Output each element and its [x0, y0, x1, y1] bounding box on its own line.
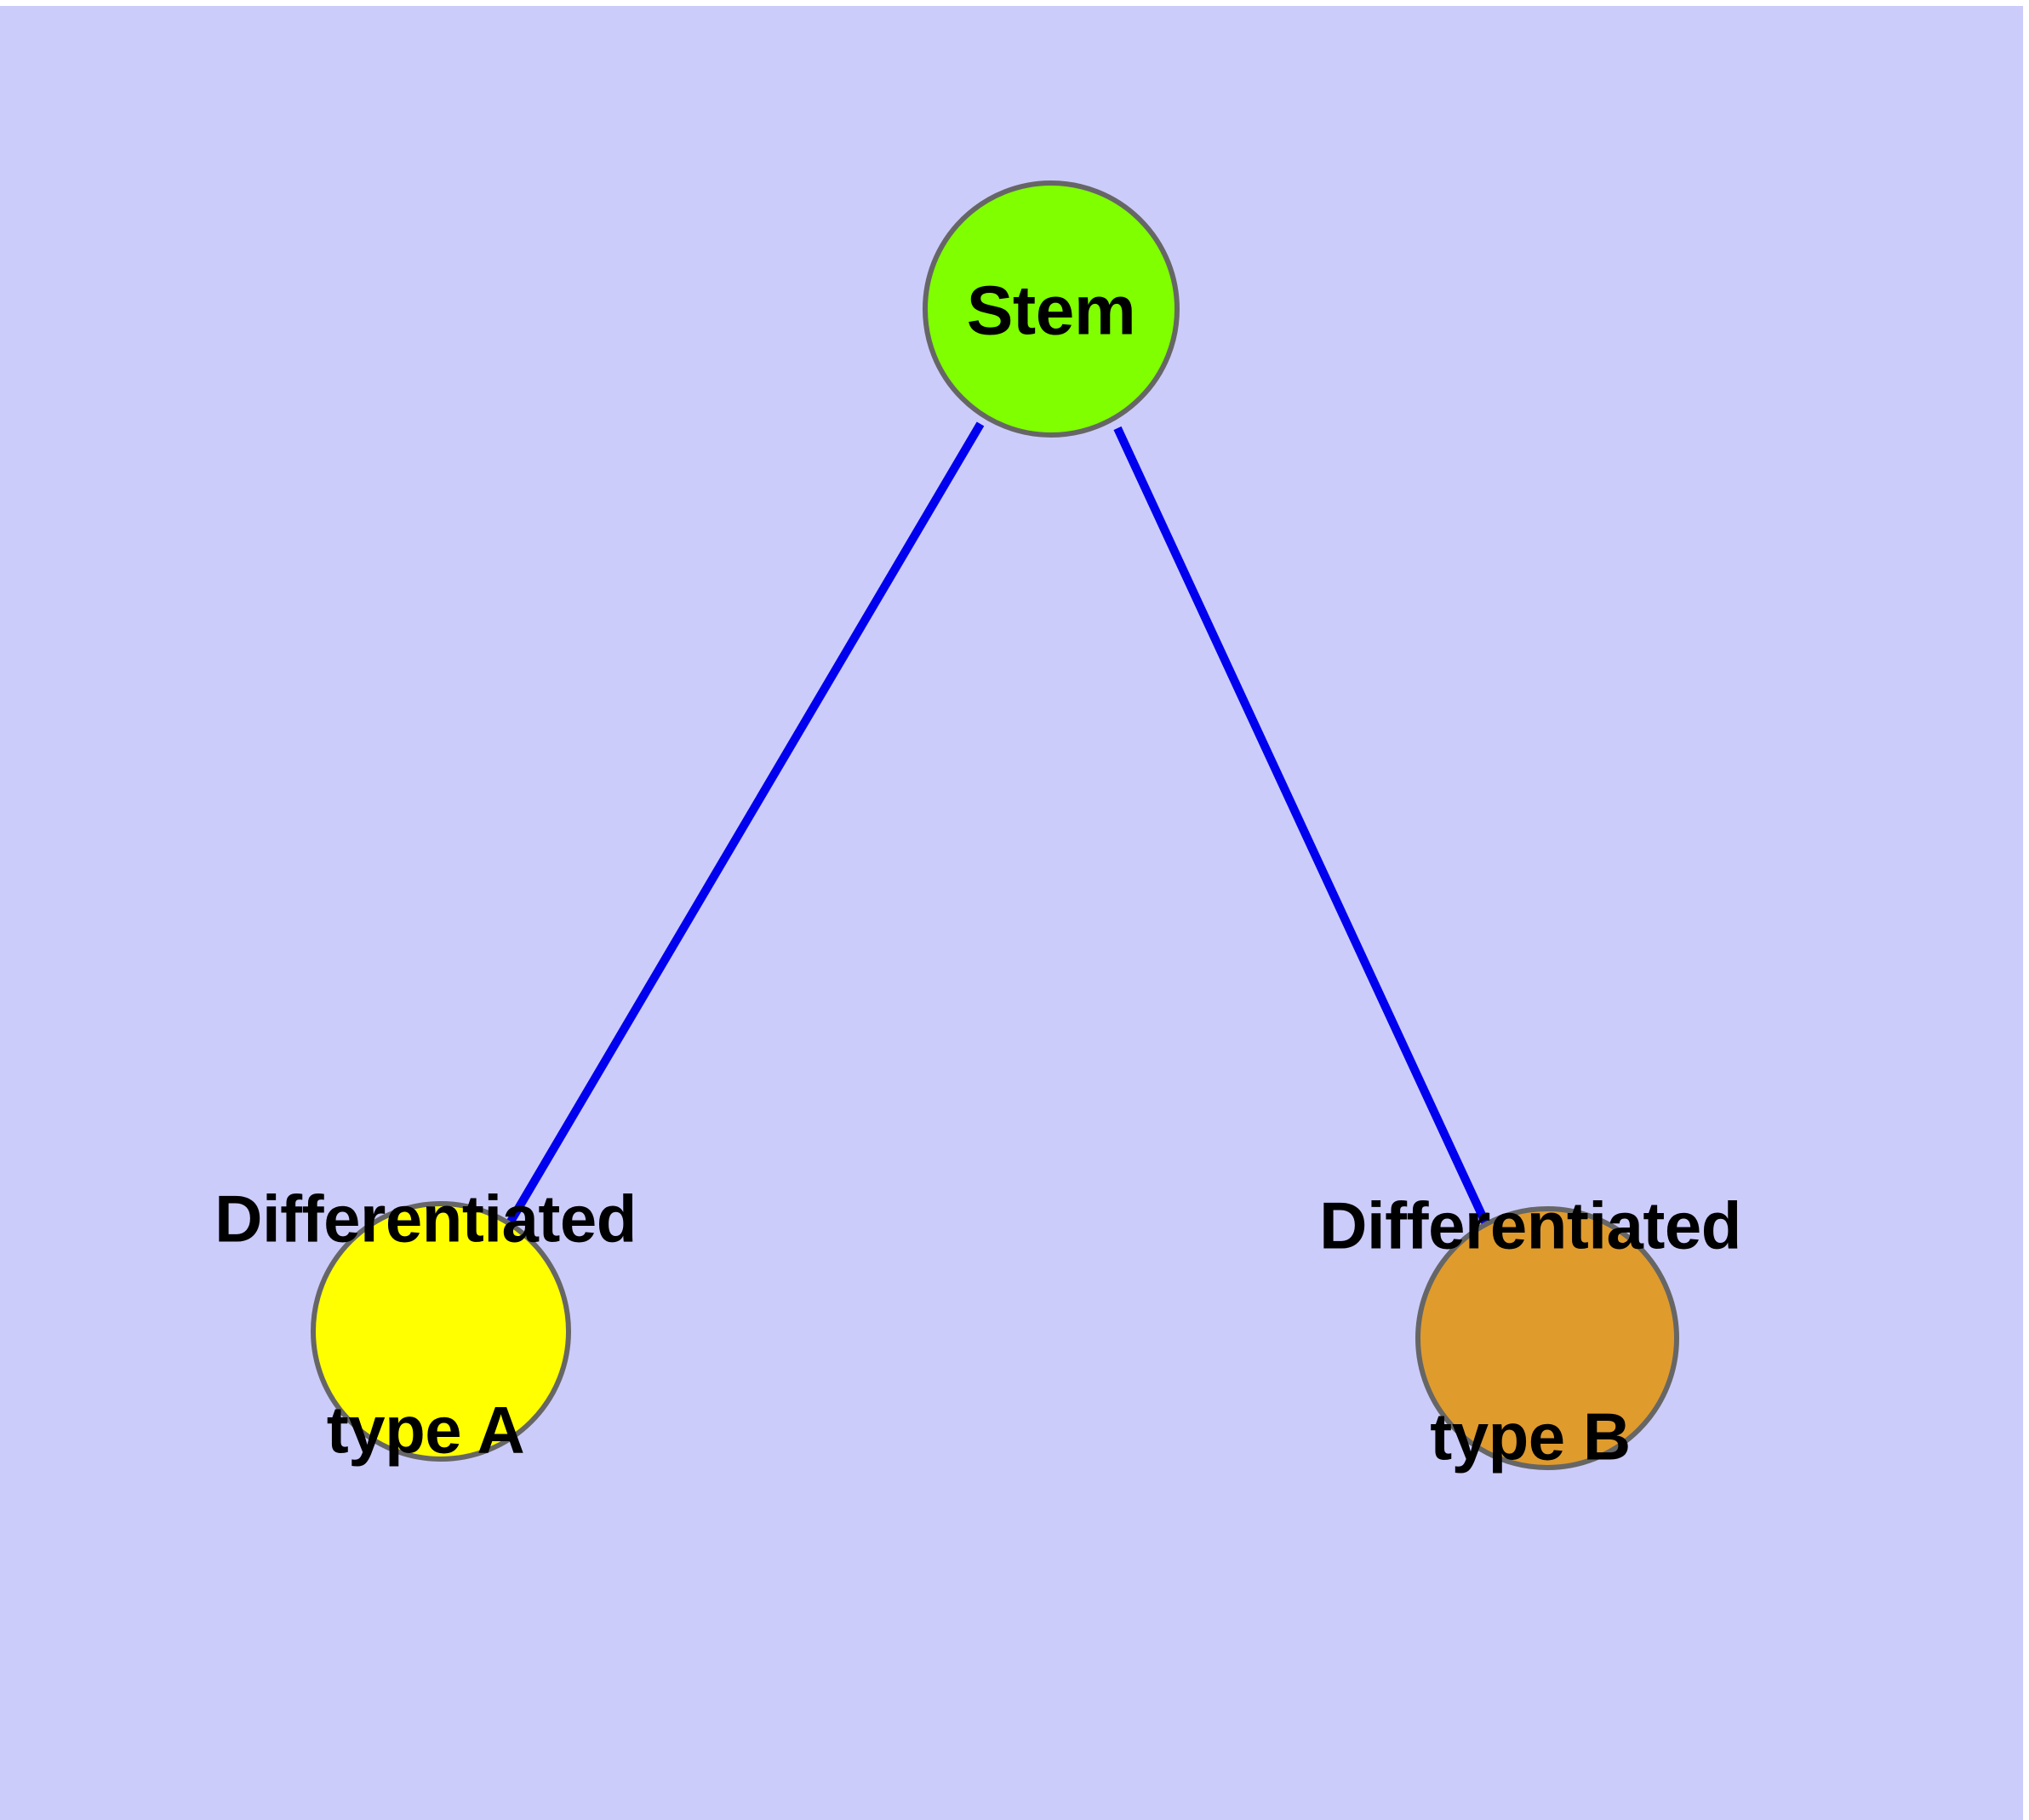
node-differentiated-type-b-circle[interactable]: [1415, 1206, 1679, 1470]
node-layer: [311, 180, 1679, 1470]
node-stem-circle[interactable]: [923, 180, 1180, 438]
edge-layer: [504, 421, 1491, 1228]
edge-stem-to-differentiated-type-a[interactable]: [504, 421, 985, 1228]
edge-stem-to-differentiated-type-b[interactable]: [1113, 426, 1491, 1228]
node-differentiated-type-a-circle[interactable]: [311, 1201, 571, 1462]
